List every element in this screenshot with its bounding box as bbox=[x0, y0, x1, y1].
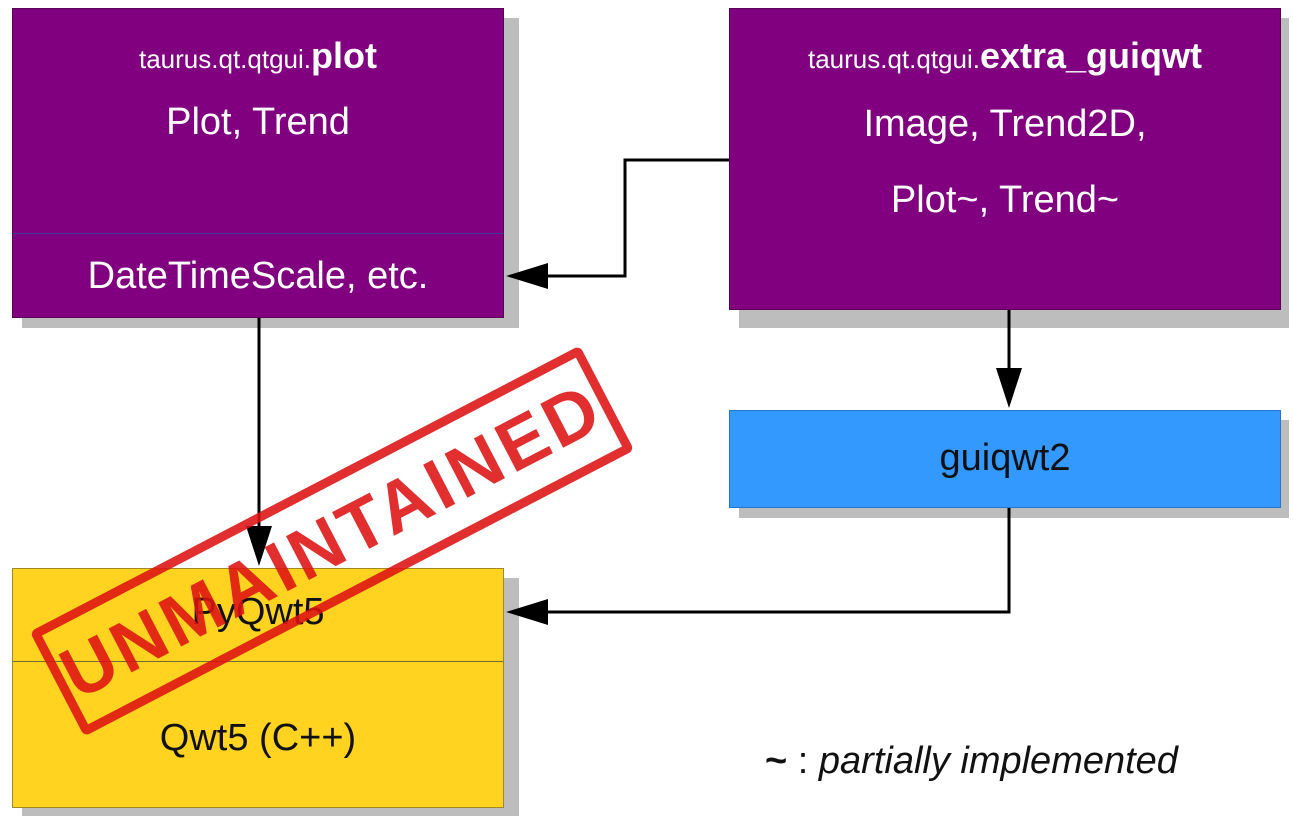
plot-module-box: taurus.qt.qtgui.plot Plot, Trend DateTim… bbox=[12, 8, 504, 318]
arrowhead-pyqwt5-right bbox=[506, 599, 548, 625]
plot-module-classes: Plot, Trend bbox=[166, 101, 350, 143]
extra-guiqwt-module-title: taurus.qt.qtgui.extra_guiqwt bbox=[730, 35, 1280, 77]
qwt-box-divider bbox=[13, 661, 503, 662]
guiqwt2-box: guiqwt2 bbox=[729, 410, 1281, 508]
arrowhead-guiqwt2 bbox=[996, 368, 1022, 408]
plot-box-divider bbox=[13, 233, 503, 234]
extra-guiqwt-module-name: extra_guiqwt bbox=[979, 35, 1203, 76]
legend-symbol: ~ bbox=[765, 740, 788, 782]
legend: ~ : partially implemented bbox=[765, 740, 1178, 783]
plot-module-title: taurus.qt.qtgui.plot bbox=[13, 35, 503, 77]
arrow-guiqwt2-to-pyqwt5 bbox=[546, 508, 1011, 614]
extra-guiqwt-module-prefix: taurus.qt.qtgui. bbox=[807, 44, 980, 74]
arrowhead-datetimescale bbox=[506, 263, 548, 289]
guiqwt2-label: guiqwt2 bbox=[939, 437, 1071, 479]
extra-guiqwt-classes-line2: Plot~, Trend~ bbox=[890, 179, 1120, 221]
qwt5-label: Qwt5 (C++) bbox=[159, 717, 357, 759]
plot-module-lower: DateTimeScale, etc. bbox=[87, 255, 429, 297]
extra-guiqwt-classes-line1: Image, Trend2D, bbox=[863, 103, 1147, 145]
arrowhead-pyqwt5-top bbox=[246, 526, 272, 566]
plot-module-name: plot bbox=[311, 35, 377, 76]
arrow-guiqwt-to-datetimescale bbox=[510, 158, 729, 278]
qwt-box: PyQwt5 Qwt5 (C++) bbox=[12, 568, 504, 808]
extra-guiqwt-module-box: taurus.qt.qtgui.extra_guiqwt Image, Tren… bbox=[729, 8, 1281, 310]
legend-separator: : bbox=[787, 740, 819, 782]
plot-module-prefix: taurus.qt.qtgui. bbox=[139, 44, 311, 74]
legend-text: partially implemented bbox=[818, 740, 1178, 782]
pyqwt5-label: PyQwt5 bbox=[191, 591, 325, 633]
